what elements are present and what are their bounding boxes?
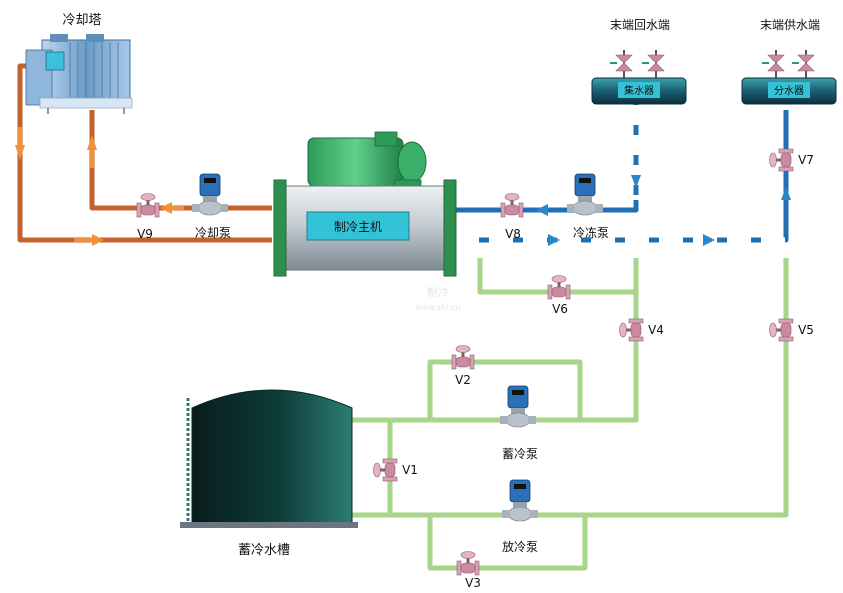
valve-v8-icon[interactable]	[500, 193, 524, 218]
valve-v5-icon[interactable]	[769, 318, 794, 342]
flow-arrow-up	[87, 135, 97, 150]
valve-v9-icon[interactable]	[136, 193, 160, 218]
collector-label: 集水器	[624, 84, 654, 97]
valve-v5-label: V5	[798, 323, 814, 337]
storage-tank-label: 蓄冷水槽	[238, 543, 290, 558]
valve-v8-label: V8	[505, 227, 521, 241]
chiller-label: 制冷主机	[334, 220, 382, 234]
chilled-water-loop	[455, 100, 791, 246]
flow-arrow-left-chilled	[536, 204, 548, 216]
storage-water-loop	[350, 258, 789, 571]
chilled-pump-label: 冷冻泵	[573, 225, 609, 240]
supply-header-title: 末端供水端	[760, 18, 820, 32]
valve-v4-label: V4	[648, 323, 664, 337]
chiller-unit: 制冷主机	[273, 131, 457, 277]
cooling-tower-label: 冷却塔	[62, 13, 101, 28]
valve-v2-icon[interactable]	[451, 345, 475, 370]
storage-tank	[180, 389, 358, 528]
cooling-pump-icon	[191, 173, 229, 216]
flow-arrow-up-supply	[781, 187, 791, 200]
valve-v6-icon[interactable]	[547, 275, 571, 300]
return-header: 末端回水端 集水器	[591, 18, 687, 105]
return-header-title: 末端回水端	[610, 18, 670, 32]
watermark: 制冷	[427, 286, 449, 299]
discharge-pump-icon	[501, 479, 539, 522]
valve-v3-label: V3	[465, 576, 481, 590]
valve-v1-label: V1	[402, 463, 418, 477]
cooling-pump-label: 冷却泵	[195, 226, 231, 240]
storage-pump-icon	[499, 385, 537, 428]
valve-v6-label: V6	[552, 302, 568, 316]
watermark-url: www.zhi.cn	[416, 303, 461, 312]
valve-v9-label: V9	[137, 227, 153, 241]
supply-header: 末端供水端 分水器	[741, 18, 837, 105]
valve-v7-icon[interactable]	[769, 148, 794, 172]
valve-v1-icon[interactable]	[373, 458, 398, 482]
valve-v4-icon[interactable]	[619, 318, 644, 342]
valve-v2-label: V2	[455, 373, 471, 387]
flow-arrow-down-chilled	[631, 175, 641, 188]
flow-arrow-right	[92, 234, 104, 246]
distributor-label: 分水器	[774, 85, 804, 97]
valve-v3-icon[interactable]	[456, 551, 480, 576]
storage-pump-label: 蓄冷泵	[502, 447, 538, 461]
flow-arrow-left	[160, 202, 172, 214]
cooling-tower	[25, 34, 133, 114]
flow-arrow-right-chilled	[548, 234, 560, 246]
valve-v7-label: V7	[798, 153, 814, 167]
flow-arrow-down	[15, 145, 25, 160]
chilled-pump-icon	[566, 173, 604, 216]
discharge-pump-label: 放冷泵	[502, 539, 538, 554]
